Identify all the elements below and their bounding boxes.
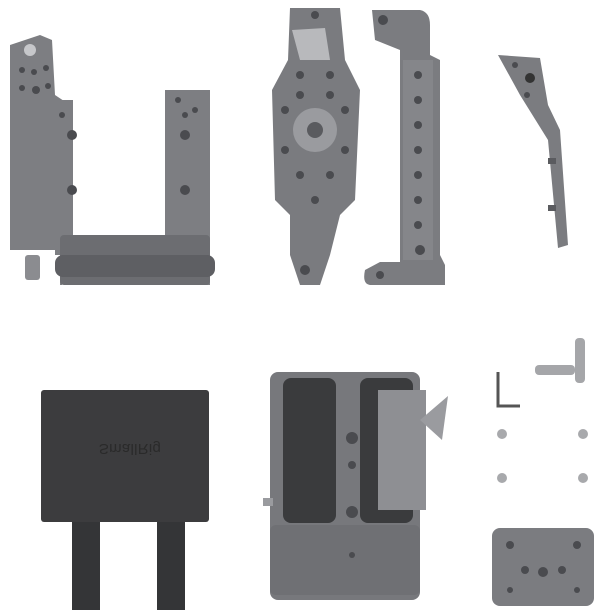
extension-arm [498, 55, 568, 248]
rosette-side-plate [272, 8, 360, 285]
rod-clamp-bracket [10, 35, 215, 285]
locking-lever-icon [535, 365, 575, 375]
rod-lock-lever-icon [25, 255, 40, 280]
storage-pouch [41, 390, 209, 610]
screw-icons [497, 429, 588, 483]
side-handle [364, 10, 445, 285]
accessory-parts [492, 338, 594, 606]
smallrig-logo: SmallRig [98, 440, 162, 457]
battery-plate [263, 372, 448, 600]
hex-key-icon [496, 372, 520, 408]
